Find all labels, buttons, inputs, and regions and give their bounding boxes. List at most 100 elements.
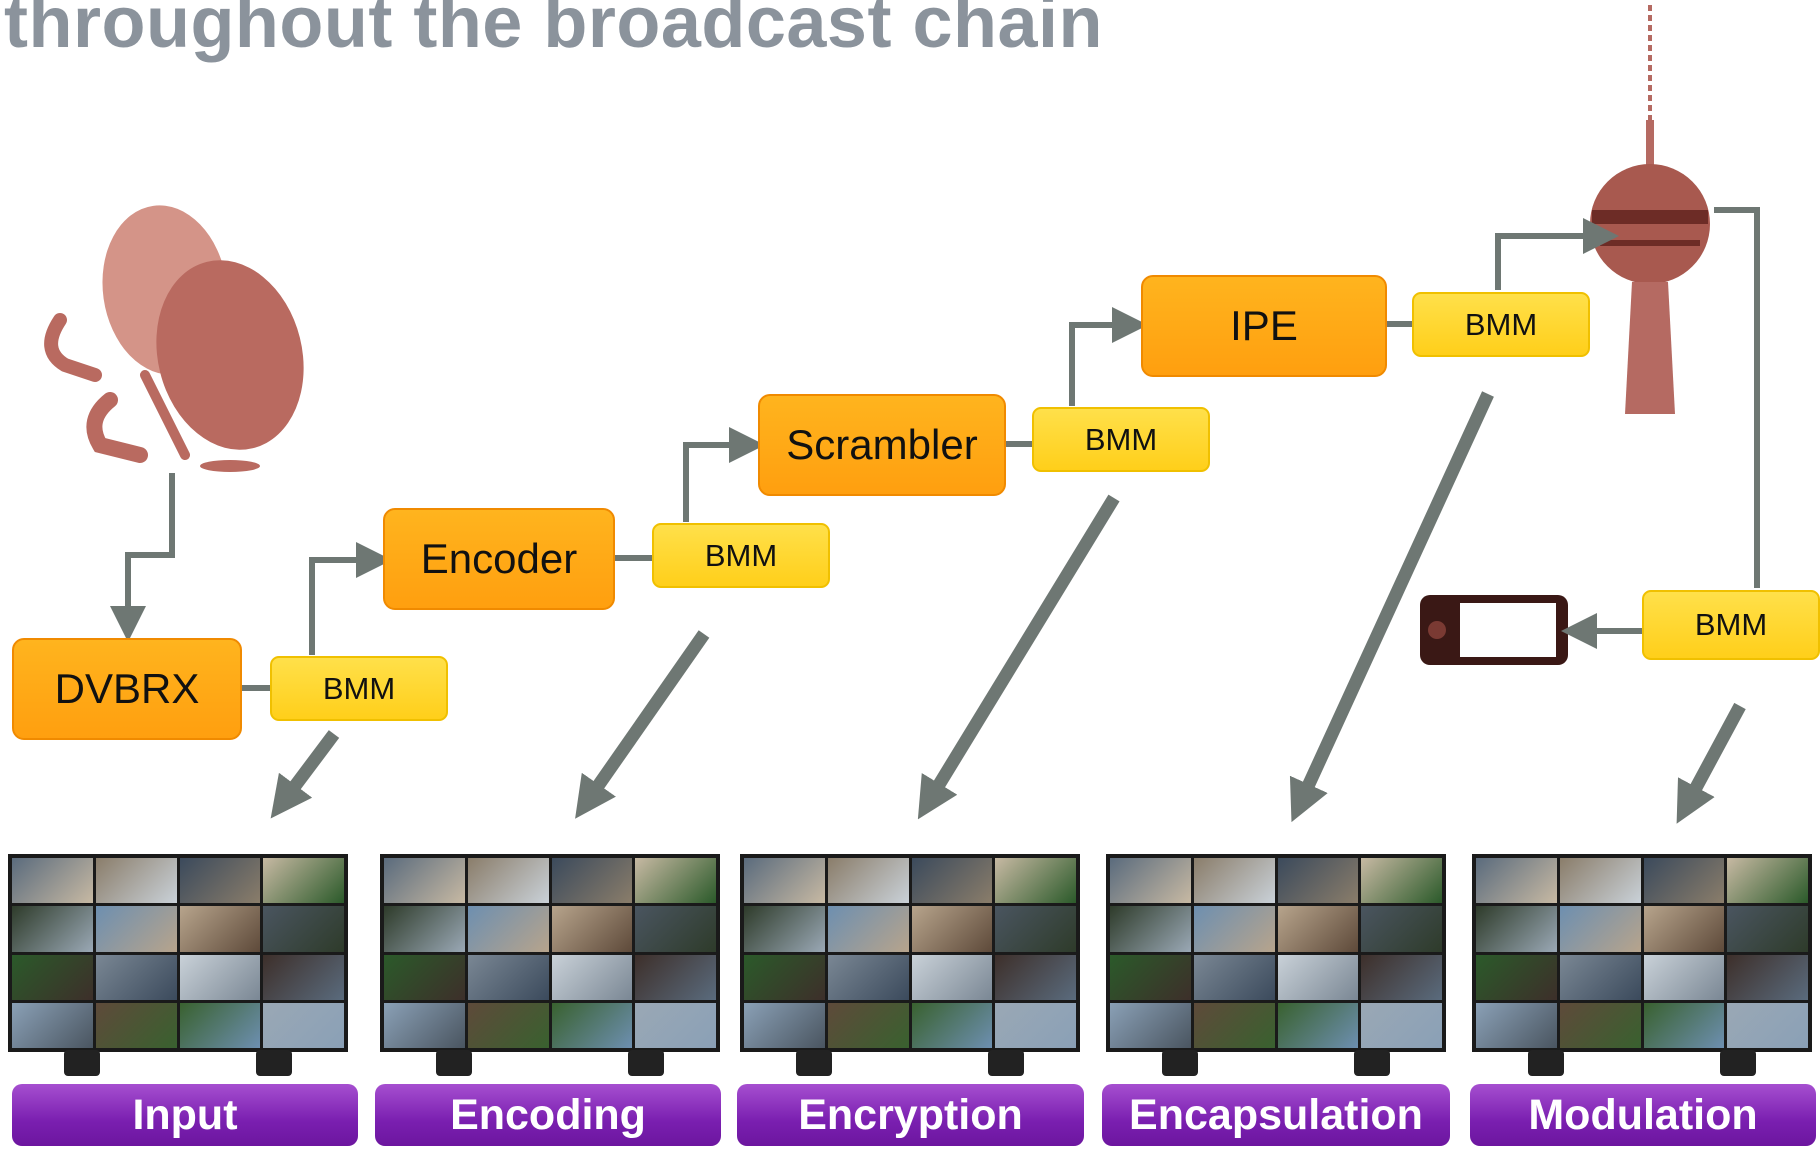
video-thumbnail	[384, 954, 465, 1000]
video-thumbnail	[551, 954, 633, 1000]
video-thumbnail	[1277, 858, 1359, 904]
encoder-node: Encoder	[383, 508, 615, 610]
ipe-node: IPE	[1141, 275, 1387, 377]
video-thumbnail	[1559, 1002, 1641, 1048]
video-thumbnail	[1110, 954, 1191, 1000]
video-thumbnail	[635, 906, 716, 952]
video-thumbnail	[1643, 906, 1725, 952]
video-thumbnail	[1193, 1002, 1275, 1048]
video-thumbnail	[827, 858, 909, 904]
bmm-node-input: BMM	[270, 656, 448, 721]
video-thumbnail	[995, 858, 1076, 904]
scrambler-label: Scrambler	[786, 421, 978, 468]
video-thumbnail	[635, 954, 716, 1000]
bmm-label: BMM	[322, 670, 396, 706]
video-thumbnail	[635, 858, 716, 904]
video-thumbnail	[744, 858, 825, 904]
video-thumbnail	[384, 858, 465, 904]
video-thumbnail	[12, 858, 93, 904]
bmm-node-encryption: BMM	[1032, 407, 1210, 472]
video-thumbnail	[95, 858, 177, 904]
video-thumbnail	[95, 1002, 177, 1048]
monitor-icon	[8, 854, 348, 1076]
stage-modulation: Modulation	[1470, 1084, 1816, 1146]
video-thumbnail	[995, 954, 1076, 1000]
stage-label: Input	[132, 1090, 238, 1139]
video-thumbnail	[1559, 954, 1641, 1000]
video-thumbnail	[911, 906, 993, 952]
video-thumbnail	[744, 954, 825, 1000]
video-thumbnail	[827, 954, 909, 1000]
stage-label: Modulation	[1528, 1090, 1758, 1139]
video-thumbnail	[1361, 954, 1442, 1000]
video-thumbnail	[1361, 906, 1442, 952]
stage-label: Encryption	[798, 1090, 1023, 1139]
video-thumbnail	[1476, 1002, 1557, 1048]
video-thumbnail	[1559, 906, 1641, 952]
video-thumbnail	[95, 954, 177, 1000]
video-thumbnail	[1727, 954, 1808, 1000]
monitor-screen	[8, 854, 348, 1052]
video-thumbnail	[467, 1002, 549, 1048]
video-thumbnail	[1727, 858, 1808, 904]
stage-label: Encapsulation	[1129, 1090, 1423, 1139]
stage-encapsulation: Encapsulation	[1102, 1084, 1450, 1146]
video-thumbnail	[384, 1002, 465, 1048]
video-thumbnail	[263, 954, 344, 1000]
bmm-node-encoding: BMM	[652, 523, 830, 588]
video-thumbnail	[179, 1002, 261, 1048]
video-thumbnail	[263, 1002, 344, 1048]
stage-encoding: Encoding	[375, 1084, 721, 1146]
video-thumbnail	[551, 906, 633, 952]
video-thumbnail	[1361, 858, 1442, 904]
video-thumbnail	[12, 954, 93, 1000]
video-thumbnail	[551, 858, 633, 904]
monitor-screen	[740, 854, 1080, 1052]
stage-encryption: Encryption	[737, 1084, 1084, 1146]
bmm-label: BMM	[1084, 421, 1158, 457]
monitor-screen	[380, 854, 720, 1052]
video-thumbnail	[827, 906, 909, 952]
monitor-icon	[1472, 854, 1812, 1076]
video-thumbnail	[827, 1002, 909, 1048]
monitor-screen	[1472, 854, 1812, 1052]
video-thumbnail	[744, 906, 825, 952]
video-thumbnail	[12, 906, 93, 952]
video-thumbnail	[384, 906, 465, 952]
video-thumbnail	[1476, 954, 1557, 1000]
bmm-node-encapsulation: BMM	[1412, 292, 1590, 357]
video-thumbnail	[467, 858, 549, 904]
video-thumbnail	[635, 1002, 716, 1048]
monitor-icon	[1106, 854, 1446, 1076]
video-thumbnail	[1110, 1002, 1191, 1048]
video-thumbnail	[1643, 858, 1725, 904]
video-thumbnail	[263, 906, 344, 952]
video-thumbnail	[1110, 858, 1191, 904]
video-thumbnail	[179, 858, 261, 904]
video-thumbnail	[1476, 858, 1557, 904]
video-thumbnail	[551, 1002, 633, 1048]
video-thumbnail	[995, 1002, 1076, 1048]
dvbrx-node: DVBRX	[12, 638, 242, 740]
bmm-label: BMM	[704, 537, 778, 573]
video-thumbnail	[1643, 1002, 1725, 1048]
video-thumbnail	[1277, 1002, 1359, 1048]
scrambler-node: Scrambler	[758, 394, 1006, 496]
video-thumbnail	[467, 906, 549, 952]
video-thumbnail	[1277, 906, 1359, 952]
video-thumbnail	[1193, 906, 1275, 952]
video-thumbnail	[1110, 906, 1191, 952]
video-thumbnail	[995, 906, 1076, 952]
video-thumbnail	[179, 906, 261, 952]
monitor-screen	[1106, 854, 1446, 1052]
bmm-node-modulation: BMM	[1642, 590, 1820, 660]
dvbrx-label: DVBRX	[54, 665, 200, 712]
video-thumbnail	[911, 1002, 993, 1048]
video-thumbnail	[911, 954, 993, 1000]
tv-tower-icon	[1590, 5, 1710, 414]
video-thumbnail	[1277, 954, 1359, 1000]
stage-label: Encoding	[450, 1090, 646, 1139]
satellite-dish-icon	[44, 205, 304, 472]
bmm-label: BMM	[1694, 607, 1768, 642]
